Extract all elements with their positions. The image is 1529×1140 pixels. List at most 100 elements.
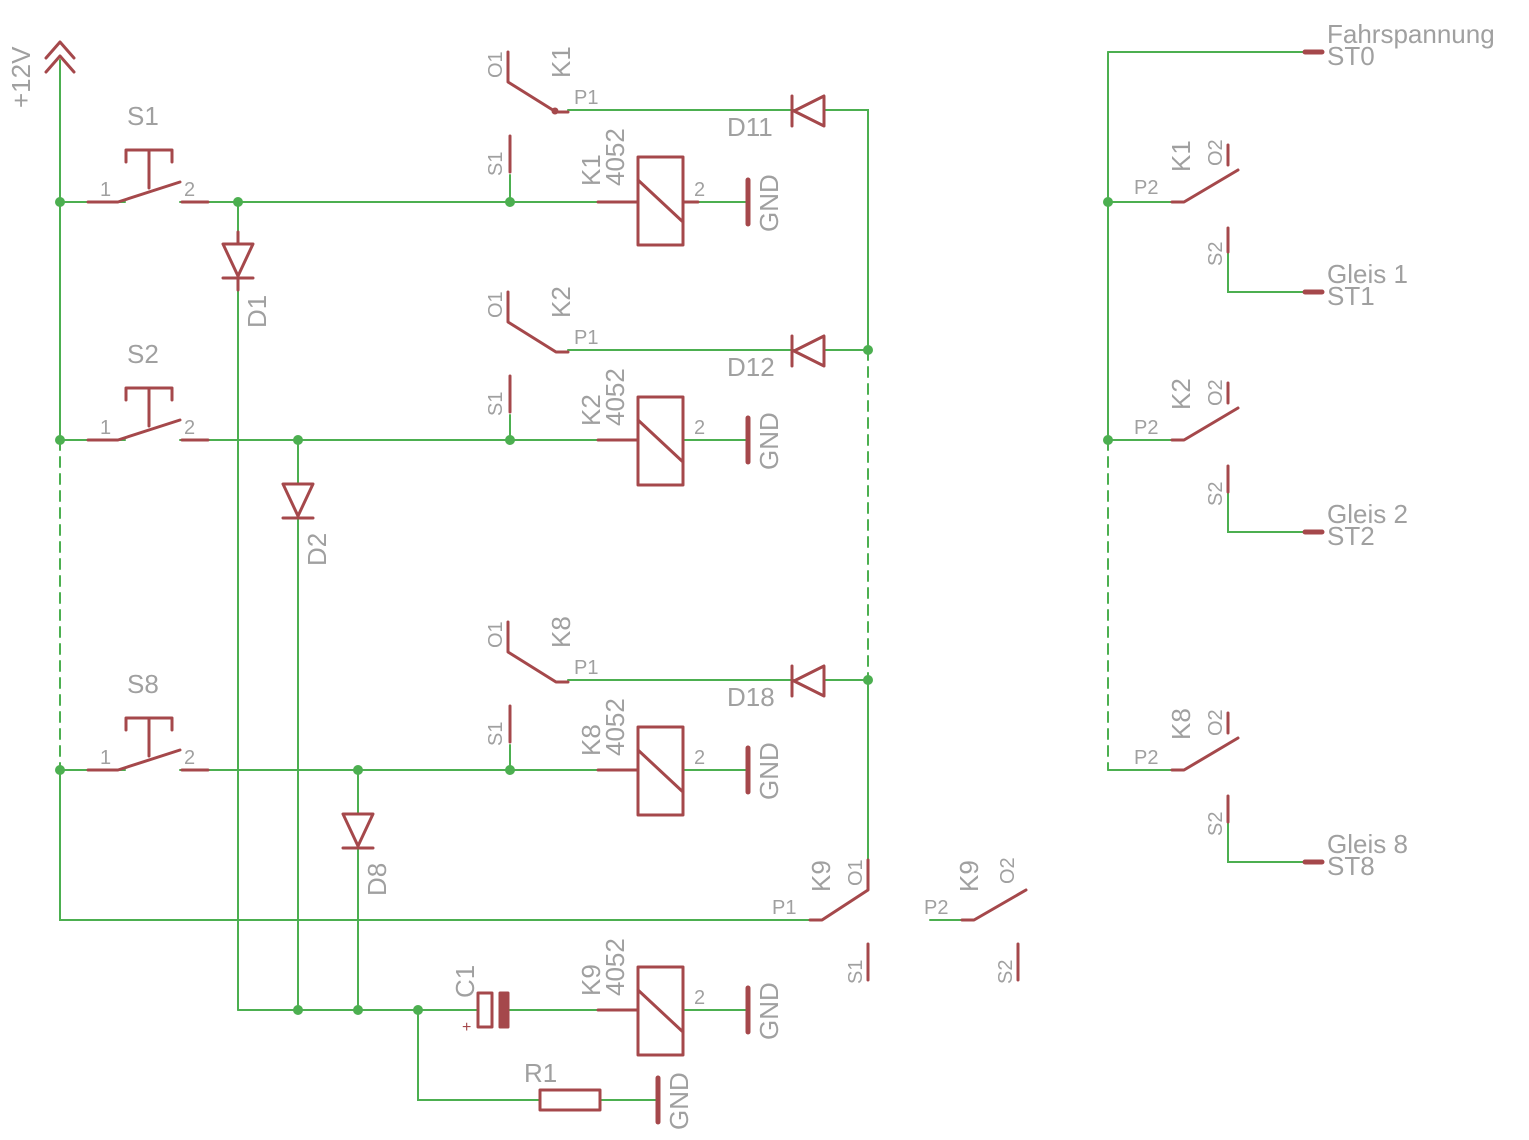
pushbutton-cap-icon xyxy=(124,716,174,758)
contact-o1: O1 xyxy=(485,621,507,648)
capacitor-plate-icon xyxy=(498,991,510,1029)
junction xyxy=(233,197,243,207)
coil-pin-2: 2 xyxy=(694,179,705,201)
contact-relay-name: K1 xyxy=(1166,140,1196,172)
contact-o2: O2 xyxy=(1205,139,1227,166)
contact-p2: P2 xyxy=(1134,417,1158,439)
capacitor-c1: C1 + xyxy=(450,965,510,1036)
diode-icon xyxy=(790,94,826,128)
diode-icon xyxy=(790,664,826,698)
relay-switch-icon xyxy=(1170,381,1240,494)
contact-s1: S1 xyxy=(485,152,507,176)
relay-switch-icon xyxy=(1170,143,1240,254)
junction xyxy=(1103,197,1113,207)
diode-label: D18 xyxy=(727,682,775,712)
junction xyxy=(863,345,873,355)
contact-p2: P2 xyxy=(1134,177,1158,199)
gnd-k1: GND xyxy=(745,174,784,232)
coil-name: K2 xyxy=(576,394,606,426)
gnd-label: GND xyxy=(754,742,784,800)
diode-d12: D12 xyxy=(727,334,826,382)
pushbutton-s1: S1 1 2 xyxy=(86,101,210,204)
coil-diagonal xyxy=(636,418,685,464)
coil-icon xyxy=(636,155,685,247)
coil-type: 4052 xyxy=(600,368,630,426)
contact-p2: P2 xyxy=(1134,747,1158,769)
wire-st2 xyxy=(1227,491,1306,533)
track-output-2: P2 K2 O2 S2 Gleis 2 ST2 xyxy=(1134,378,1408,551)
output-st0: Fahrspannung ST0 xyxy=(1302,19,1495,71)
wire-st1 xyxy=(1227,251,1306,293)
track-output-8: P2 K8 O2 S2 Gleis 8 ST8 xyxy=(1134,708,1408,881)
coil-name: K9 xyxy=(576,964,606,996)
diode-icon xyxy=(790,334,826,368)
wire-r1 xyxy=(417,1009,541,1101)
gnd-label: GND xyxy=(754,412,784,470)
junction xyxy=(55,435,65,445)
junction xyxy=(293,1005,303,1015)
pushbutton-cap-icon xyxy=(124,386,174,428)
junction xyxy=(505,197,515,207)
coil-pin-2: 2 xyxy=(694,747,705,769)
junction xyxy=(293,435,303,445)
capacitor-label: C1 xyxy=(450,965,480,998)
diode-d2: D2 xyxy=(281,482,332,566)
wire-d18-k9 xyxy=(823,679,869,861)
gnd-label: GND xyxy=(754,982,784,1040)
relay-contact-k9-2: O2 K9 P2 S2 xyxy=(924,857,1028,984)
output-label: Gleis 8 xyxy=(1327,829,1408,859)
relay-switch-icon xyxy=(506,50,570,174)
coil-pin-2: 2 xyxy=(694,417,705,439)
relay-switch-icon xyxy=(506,620,570,744)
diode-label: D12 xyxy=(727,352,775,382)
coil-name: K8 xyxy=(576,724,606,756)
switch-label: S1 xyxy=(127,101,159,131)
output-pin: ST2 xyxy=(1327,521,1375,551)
junctions xyxy=(55,197,1113,1015)
junction xyxy=(413,1005,423,1015)
relay-contact-k1: O1 K1 P1 S1 xyxy=(485,46,598,176)
pushbutton-contact-icon xyxy=(86,180,210,204)
coil-diagonal xyxy=(636,178,685,224)
capacitor-polarity: + xyxy=(462,1019,471,1036)
junction xyxy=(353,1005,363,1015)
gnd-k8: GND xyxy=(745,742,784,800)
diode-label: D8 xyxy=(362,863,392,896)
supply-label: +12V xyxy=(6,46,36,108)
output-pin: ST0 xyxy=(1327,41,1375,71)
contact-s1: S1 xyxy=(485,722,507,746)
output-pin: ST8 xyxy=(1327,851,1375,881)
diode-icon xyxy=(221,242,255,280)
gnd-k9: GND xyxy=(745,982,784,1040)
relay-switch-icon xyxy=(808,858,870,982)
junction xyxy=(55,197,65,207)
contact-p1: P1 xyxy=(574,87,598,109)
supply-arrow-icon xyxy=(44,40,76,74)
relay-switch-icon xyxy=(1170,711,1240,824)
contact-dot xyxy=(551,107,559,115)
junction xyxy=(505,765,515,775)
resistor-r1: R1 xyxy=(524,1058,602,1112)
resistor-label: R1 xyxy=(524,1058,557,1088)
pushbutton-s2: S2 1 2 xyxy=(86,339,210,442)
resistor-icon xyxy=(538,1088,602,1112)
pushbutton-contact-icon xyxy=(86,418,210,442)
switch-pin-2: 2 xyxy=(184,417,195,439)
contact-relay-name: K8 xyxy=(1166,708,1196,740)
switch-pin-1: 1 xyxy=(100,179,111,201)
contact-p2: P2 xyxy=(924,897,948,919)
contact-o1: O1 xyxy=(845,859,867,886)
contact-o2: O2 xyxy=(1205,379,1227,406)
relay-contact-k8: O1 K8 P1 S1 xyxy=(485,616,598,746)
contact-relay-name: K2 xyxy=(1166,378,1196,410)
switch-pin-2: 2 xyxy=(184,747,195,769)
coil-diagonal xyxy=(636,748,685,794)
relay-coil-k9: K9 4052 2 xyxy=(576,938,705,1057)
switch-pin-1: 1 xyxy=(100,417,111,439)
relay-switch-icon xyxy=(506,290,570,414)
coil-icon xyxy=(636,395,685,487)
track-output-1: P2 K1 O2 S2 Gleis 1 ST1 xyxy=(1134,139,1408,311)
diode-label: D2 xyxy=(302,533,332,566)
contact-p1: P1 xyxy=(574,327,598,349)
